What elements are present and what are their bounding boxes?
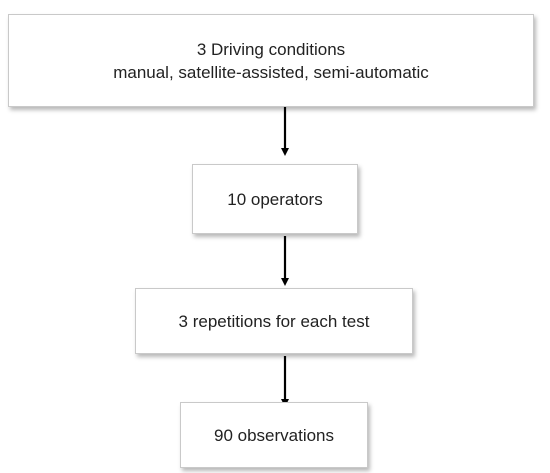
observations-box: 90 observations	[180, 402, 368, 468]
operators-box: 10 operators	[192, 164, 358, 234]
driving-conditions-box: 3 Driving conditions manual, satellite-a…	[8, 14, 534, 107]
repetitions-box: 3 repetitions for each test	[135, 288, 413, 354]
observations-label: 90 observations	[213, 425, 335, 445]
driving-conditions-list: manual, satellite-assisted, semi-automat…	[113, 62, 429, 82]
repetitions-label: 3 repetitions for each test	[178, 311, 370, 331]
operators-label: 10 operators	[227, 189, 323, 209]
driving-conditions-title: 3 Driving conditions	[196, 39, 346, 59]
